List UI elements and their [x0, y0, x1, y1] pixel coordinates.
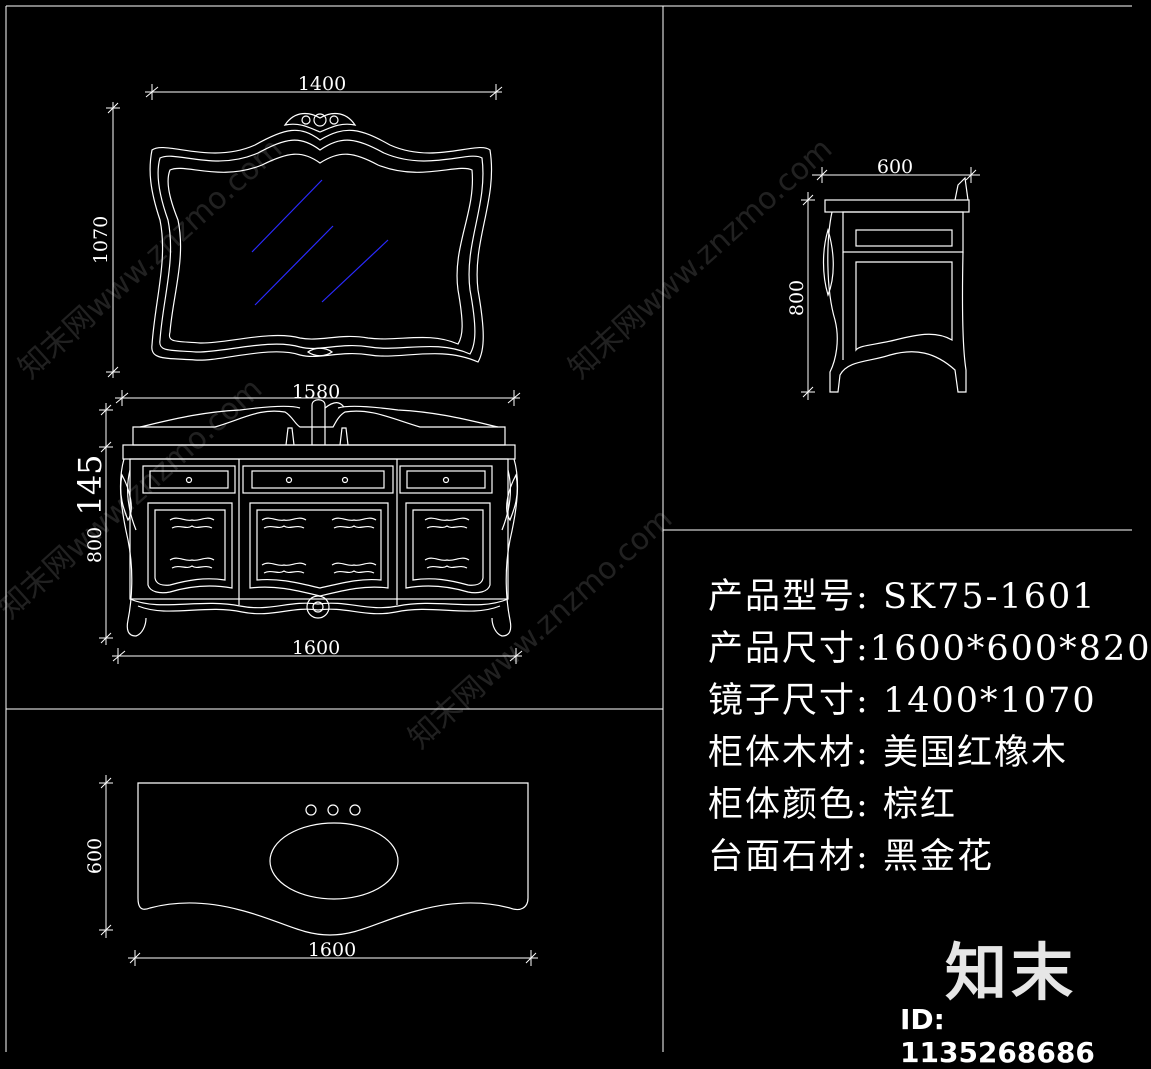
side-view-drawing: [822, 176, 970, 393]
dim-cabinet-height: [99, 403, 113, 645]
spec-wood: 柜体木材: 美国红橡木: [708, 733, 1068, 773]
top-view-drawing: [137, 782, 529, 936]
image-id: ID: 1135268686: [900, 1003, 1095, 1069]
panel-dividers: [5, 5, 1132, 1052]
mirror-glass-reflection: [251, 179, 389, 306]
dim-cabinet-width: [112, 648, 523, 664]
dim-top-width: [128, 950, 538, 966]
mirror-drawing: [149, 113, 493, 363]
spec-mirror-size: 镜子尺寸: 1400*1070: [708, 681, 1097, 721]
counter-width-label: 1580: [292, 381, 340, 403]
brand-logo-text: 知末: [945, 936, 1078, 1009]
dim-side-height: [801, 192, 815, 400]
spec-size: 产品尺寸:1600*600*820: [708, 629, 1151, 669]
backsplash-height-label: 145: [71, 454, 109, 515]
side-height-label: 800: [786, 280, 808, 316]
dim-counter-width: [115, 390, 521, 406]
dim-mirror-width: [145, 84, 503, 100]
spec-stone: 台面石材: 黑金花: [708, 837, 994, 877]
cabinet-width-label: 1600: [292, 637, 340, 659]
side-depth-label: 600: [877, 156, 913, 178]
dim-top-depth: [99, 775, 113, 938]
cad-drawing: 知末网www.znzmo.com 知末网www.znzmo.com 知末网www…: [0, 5, 1132, 1052]
watermark-text-3: 知末网www.znzmo.com: [402, 501, 679, 756]
mirror-width-label: 1400: [298, 73, 346, 95]
spec-model: 产品型号: SK75-1601: [708, 577, 1097, 617]
mirror-height-label: 1070: [90, 216, 112, 264]
top-depth-label: 600: [84, 838, 106, 874]
dim-mirror-height: [106, 102, 120, 378]
cabinet-height-label: 800: [84, 527, 106, 563]
vanity-front-drawing: [119, 399, 519, 637]
dim-side-depth: [812, 167, 980, 183]
watermark-text-2: 知末网www.znzmo.com: [562, 131, 839, 386]
top-width-label: 1600: [308, 939, 356, 961]
spec-color: 柜体颜色: 棕红: [708, 785, 957, 825]
